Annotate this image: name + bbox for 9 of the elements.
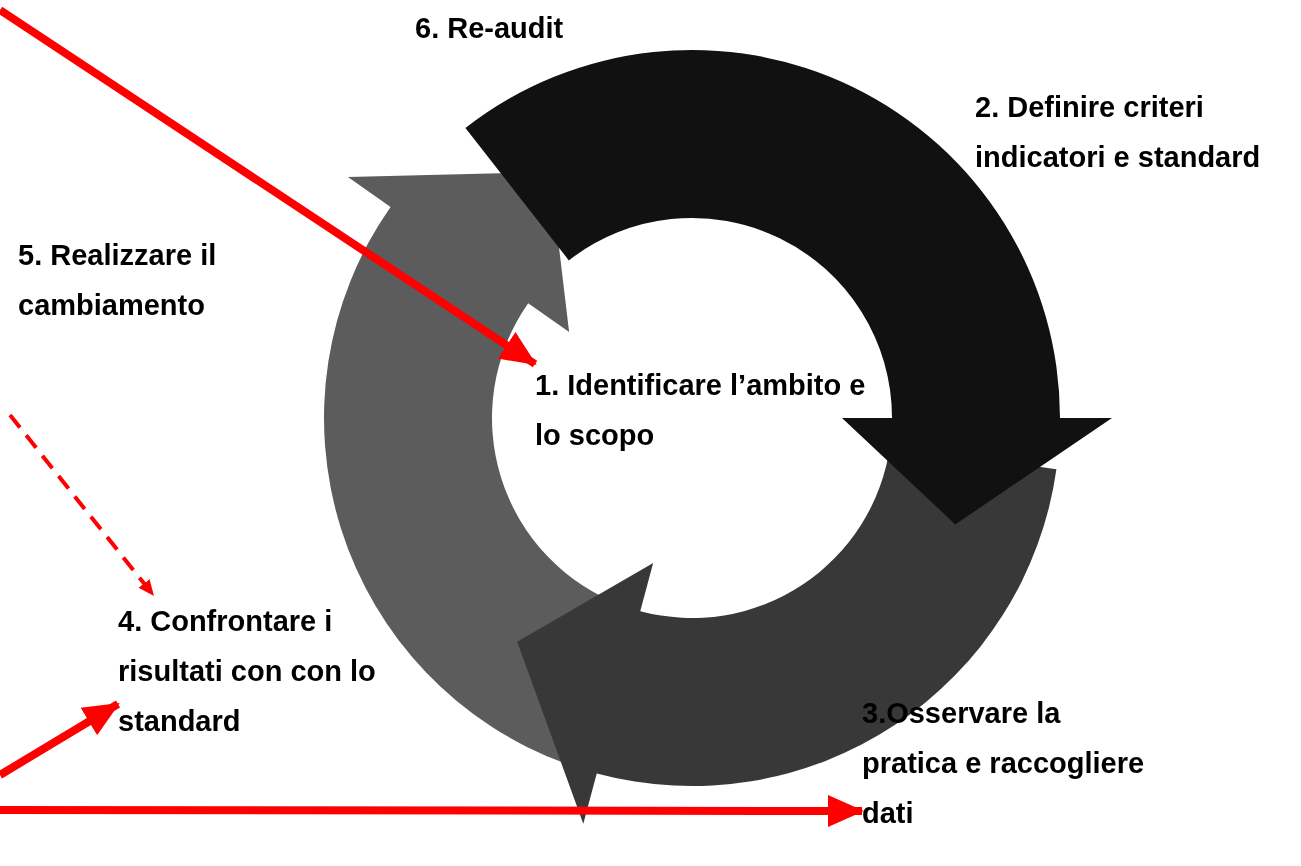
arrow bbox=[0, 700, 121, 779]
step-label: 6. Re-audit bbox=[415, 11, 565, 46]
step-label: 4. Confrontare i risultati con con lo standard bbox=[118, 596, 418, 746]
step-label: 1. Identificare l’ambito e lo scopo bbox=[535, 360, 885, 460]
step-label: 2. Definire criteri indicatori e standard bbox=[975, 90, 1262, 175]
arrow bbox=[8, 413, 156, 598]
arrow bbox=[0, 6, 538, 368]
arrow bbox=[0, 794, 864, 827]
step-label: 5. Realizzare il cambiamento bbox=[18, 238, 218, 323]
